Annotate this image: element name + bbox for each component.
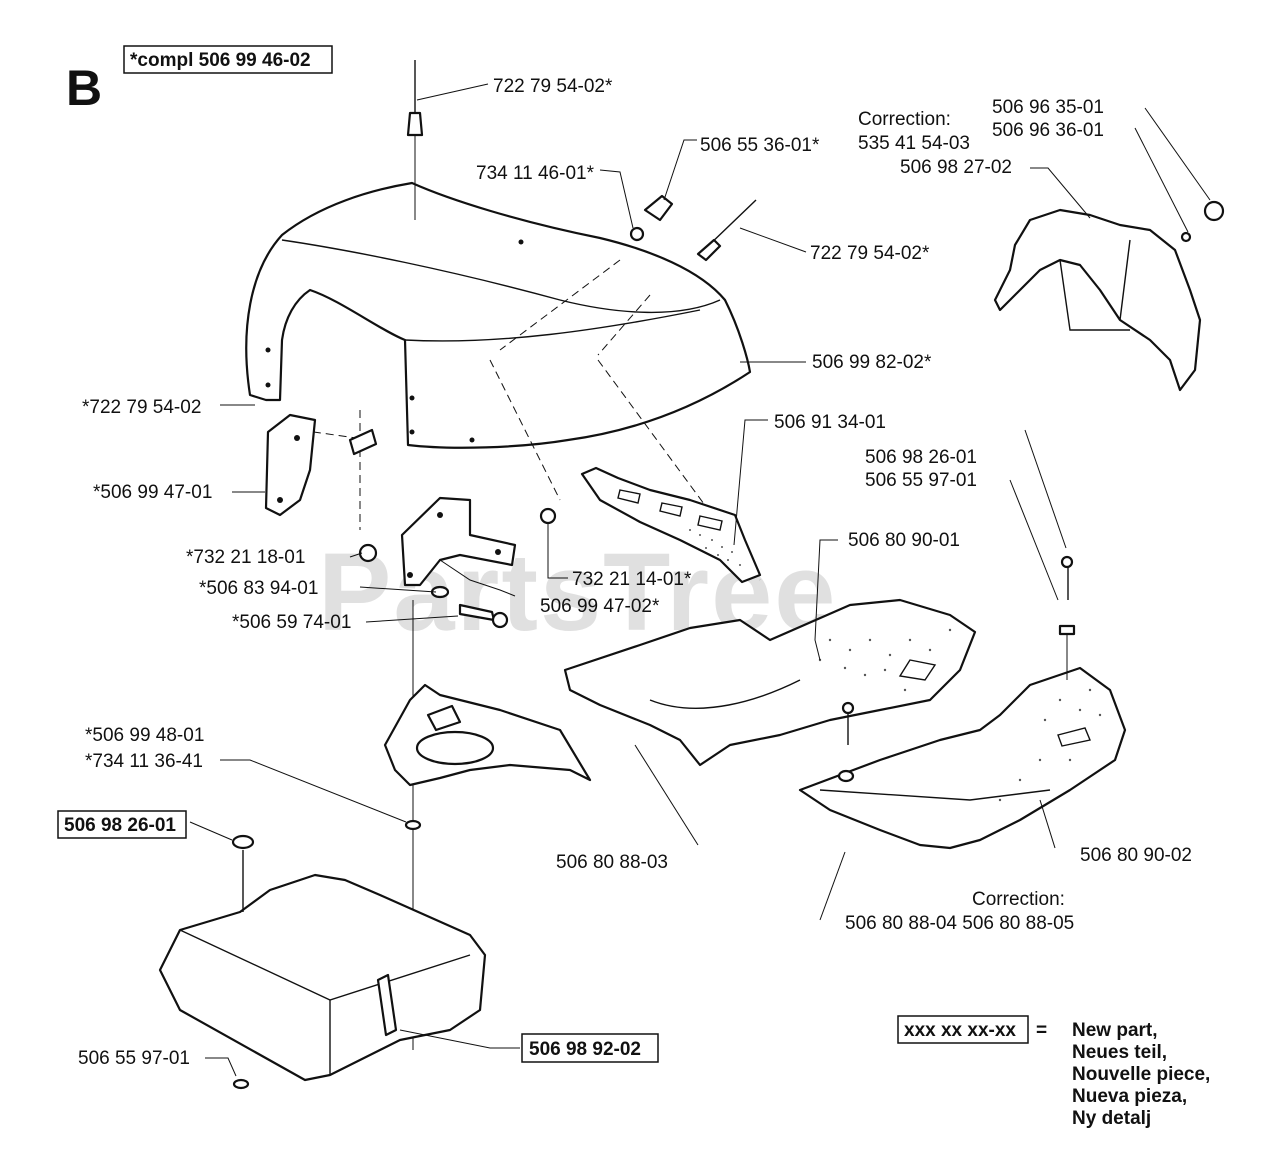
callout-c19: 506 80 90-02 <box>1080 845 1192 866</box>
callout-c13: 506 99 47-02* <box>540 596 660 617</box>
callout-c09: *732 21 18-01 <box>186 547 305 568</box>
section-letter: B <box>66 60 102 116</box>
callout-c16b: *734 11 36-41 <box>85 751 203 772</box>
callout-c02: 506 55 36-01* <box>700 135 820 156</box>
legend-line-5: Ny detalj <box>1072 1108 1151 1129</box>
floor-tray-center-part <box>563 598 977 767</box>
callout-c12: 732 21 14-01* <box>572 569 692 590</box>
bracket-center-part <box>400 496 517 587</box>
bracket-left-part <box>264 413 378 517</box>
battery-cover-part <box>158 834 487 1090</box>
mount-plate-part <box>383 683 592 831</box>
legend-line-2: Neues teil, <box>1072 1042 1167 1063</box>
correction-bottom-heading: Correction: <box>972 889 1065 910</box>
callout-c14: 506 80 90-01 <box>848 530 960 551</box>
callout-c21-box <box>521 1033 659 1063</box>
legend-line-1: New part, <box>1072 1020 1158 1041</box>
callout-c07: 506 91 34-01 <box>774 412 886 433</box>
fender-topright-part <box>993 200 1225 392</box>
floor-tray-right-part <box>798 555 1127 850</box>
callout-c20: 506 55 97-01 <box>78 1048 190 1069</box>
legend-line-4: Nueva pieza, <box>1072 1086 1187 1107</box>
correction-top-ref-a: 506 96 35-01 <box>992 97 1104 118</box>
callout-c08: *506 99 47-01 <box>93 482 212 503</box>
callout-c11: *506 59 74-01 <box>232 612 351 633</box>
callout-c21: 506 98 92-02 <box>529 1039 641 1060</box>
legend-sample: xxx xx xx-xx <box>904 1020 1016 1041</box>
callout-c04: 722 79 54-02* <box>810 243 930 264</box>
callout-c17-box <box>57 810 187 839</box>
callout-c18: 506 80 88-03 <box>556 852 668 873</box>
callout-c15a: 506 98 26-01 <box>865 447 977 468</box>
callout-c06: *722 79 54-02 <box>82 397 201 418</box>
callout-c01: 722 79 54-02* <box>493 76 613 97</box>
callout-c16a: *506 99 48-01 <box>85 725 204 746</box>
callout-c17: 506 98 26-01 <box>64 815 176 836</box>
legend-equals: = <box>1036 1020 1047 1041</box>
callout-c05: 506 99 82-02* <box>812 352 932 373</box>
correction-bottom-parts: 506 80 88-04 506 80 88-05 <box>845 913 1074 934</box>
correction-top-part: 535 41 54-03 <box>858 133 970 154</box>
correction-top-heading: Correction: <box>858 109 951 130</box>
kit-label: *compl 506 99 46-02 <box>130 50 311 71</box>
hood-part <box>245 181 752 449</box>
callout-c15b: 506 55 97-01 <box>865 470 977 491</box>
correction-top-ref-b: 506 96 36-01 <box>992 120 1104 141</box>
kit-label-box <box>123 45 333 74</box>
legend-sample-box <box>897 1015 1029 1044</box>
plate-bracket-part <box>580 466 762 584</box>
correction-top-ref-c: 506 98 27-02 <box>900 157 1012 178</box>
callout-c10: *506 83 94-01 <box>199 578 318 599</box>
rod-top-part <box>406 60 424 220</box>
callout-c03: 734 11 46-01* <box>476 163 595 184</box>
fasteners-center-part <box>358 507 557 629</box>
legend-line-3: Nouvelle piece, <box>1072 1064 1210 1085</box>
screw-top-part <box>629 194 757 262</box>
